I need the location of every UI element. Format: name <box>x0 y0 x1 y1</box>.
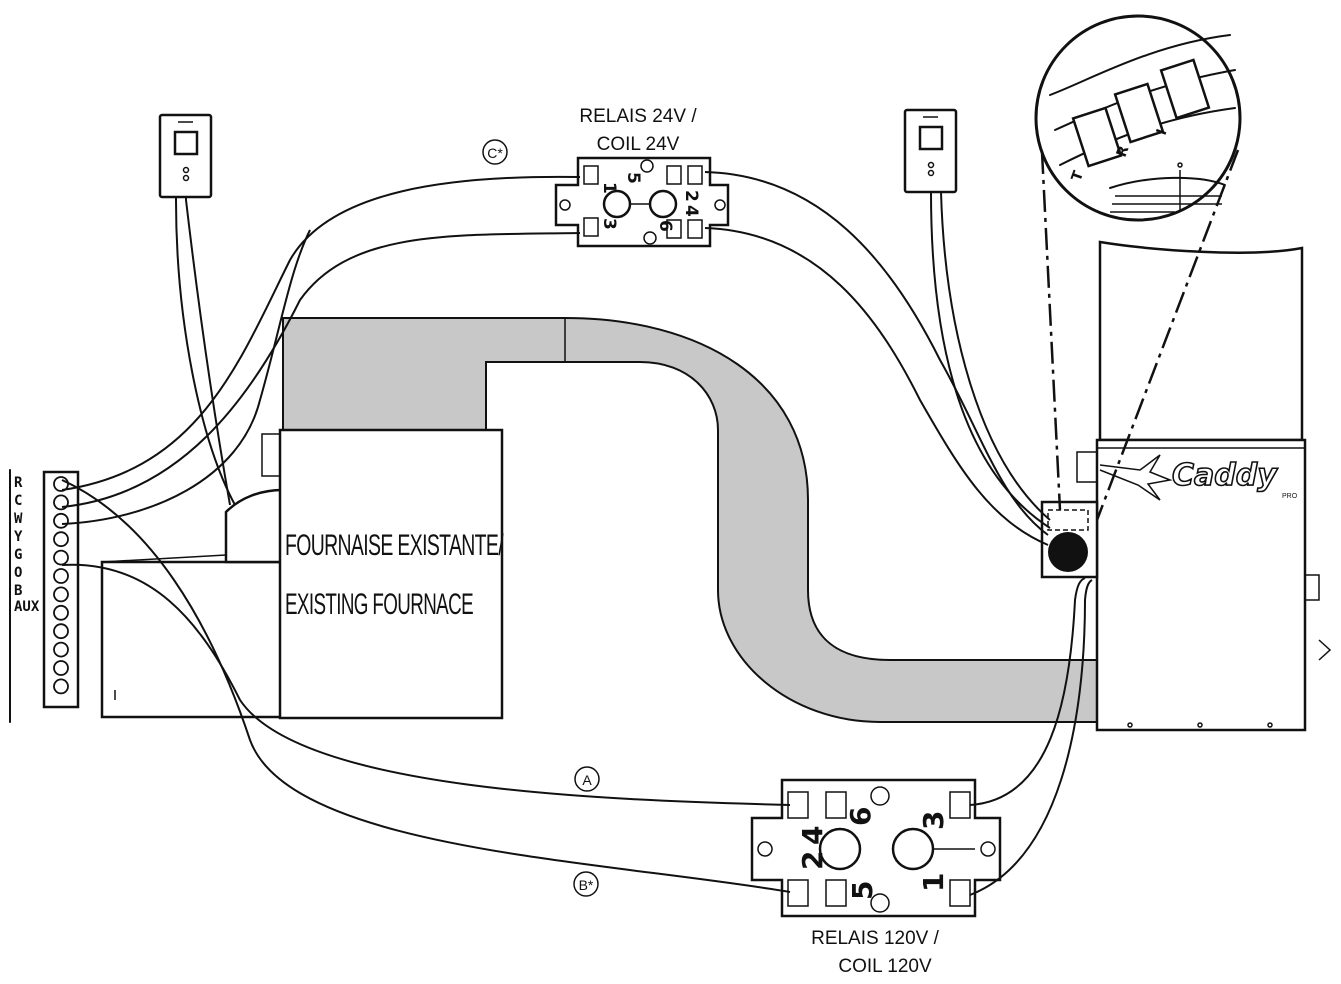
terminal-label-b: B <box>14 583 22 599</box>
relay-120v: 2 4 6 5 3 1 RELAIS 120V / COIL 120V <box>750 778 1002 977</box>
relay-120v-pin-3: 3 <box>917 811 950 830</box>
wire-tstat-left-2 <box>185 199 231 506</box>
furnace-label-line2: EXISTING FOURNACE <box>285 588 473 621</box>
wire-label-c-text: C* <box>487 145 503 161</box>
relay-24v: 1 5 3 2 4 6 RELAIS 24V / COIL 24V <box>554 106 730 248</box>
terminal-screw <box>53 660 69 676</box>
wire-a <box>61 563 791 806</box>
wire-relay-24v-to-caddy-1 <box>704 171 1049 536</box>
furnace-label-line1: FOURNAISE EXISTANTE/ <box>285 529 504 562</box>
caddy-unit: Caddy PRO <box>1040 240 1332 732</box>
terminal-label-g: G <box>14 547 22 563</box>
existing-furnace: FOURNAISE EXISTANTE/ EXISTING FOURNACE <box>100 428 505 720</box>
relay-120v-pin-1: 1 <box>917 873 950 892</box>
terminal-screw <box>53 604 69 621</box>
wire-b <box>61 479 791 893</box>
relay-120v-pin-5: 5 <box>846 881 879 900</box>
terminal-screw <box>53 512 69 529</box>
terminal-screw <box>53 531 69 548</box>
relay-120v-pin-6: 6 <box>844 807 877 826</box>
wire-label-b-text: B* <box>579 877 594 893</box>
relay-120v-pin-2: 2 <box>796 851 829 870</box>
thermostat-left <box>158 113 213 201</box>
terminal-label-w: W <box>14 511 23 527</box>
relay-24v-pin-2: 2 <box>681 190 701 202</box>
wire-label-a-text: A <box>582 772 592 788</box>
wire-label-b: B* <box>573 871 599 897</box>
terminal-screw <box>53 549 69 566</box>
relay-24v-pin-5: 5 <box>623 172 643 184</box>
wire-relay-120v-to-caddy-1 <box>969 577 1086 806</box>
detail-term-i: I <box>1154 127 1171 137</box>
wire-c-lower <box>61 232 581 508</box>
thermostat-right <box>903 108 958 194</box>
relay-24v-pin-4: 4 <box>681 205 701 217</box>
terminal-screw <box>53 678 69 695</box>
terminal-screw <box>53 641 69 658</box>
wire-label-a: A <box>574 766 600 792</box>
wire-relay-120v-to-caddy-2 <box>969 579 1093 896</box>
terminal-strip: R C W Y G O B AUX <box>9 469 80 723</box>
furnace-cabinet <box>278 428 504 720</box>
caddy-plenum <box>1098 240 1304 442</box>
terminal-label-aux: AUX <box>14 599 40 615</box>
terminal-screw <box>53 623 69 640</box>
terminal-label-r: R <box>14 475 23 491</box>
relay-24v-pin-3: 3 <box>599 218 619 230</box>
wire-c-upper <box>61 175 581 491</box>
terminal-label-c: C <box>14 493 22 509</box>
relay-24v-title-line1: RELAIS 24V / <box>579 106 697 127</box>
caddy-sub: PRO <box>1282 493 1298 500</box>
caddy-brand: Caddy <box>1172 458 1278 493</box>
wire-tstat-right-1 <box>930 191 1051 529</box>
relay-24v-pin-1: 1 <box>599 182 619 194</box>
caddy-knob-icon <box>1048 532 1088 572</box>
relay-24v-pin-6: 6 <box>655 220 675 232</box>
terminal-screw <box>53 568 69 584</box>
relay-24v-title-line2: COIL 24V <box>597 134 680 155</box>
wire-tstat-right-2 <box>940 191 1051 521</box>
terminal-detail: T R I <box>1034 14 1242 521</box>
relay-120v-title-line1: RELAIS 120V / <box>811 928 940 949</box>
furnace-base <box>100 560 284 719</box>
caddy-logo-icon <box>1099 454 1173 501</box>
wire-tstat-left-1 <box>175 199 236 506</box>
terminal-label-o: O <box>14 565 22 581</box>
terminal-label-y: Y <box>14 529 23 545</box>
wires <box>61 171 1093 896</box>
wire-relay-24v-to-caddy-2 <box>704 227 1049 546</box>
terminal-screw <box>53 586 69 603</box>
caddy-cabinet <box>1095 438 1307 732</box>
wire-label-c: C* <box>482 139 508 165</box>
relay-120v-title-line2: COIL 120V <box>838 956 932 977</box>
relay-120v-pin-4: 4 <box>796 826 829 845</box>
